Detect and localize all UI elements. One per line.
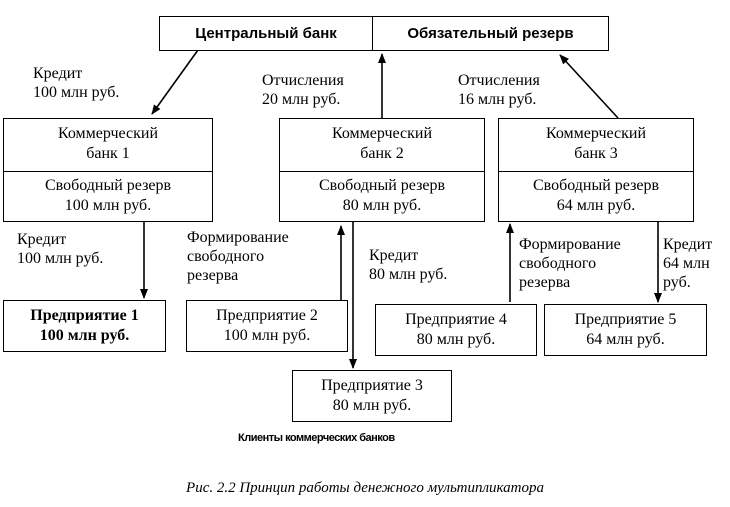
credit-bank3-line3: руб. bbox=[663, 274, 691, 291]
bank-2-reserve-line2: 80 млн руб. bbox=[342, 197, 422, 214]
central-bank-box: Центральный банк Обязательный резерв bbox=[159, 16, 609, 51]
deduction-bank2-line1: Отчисления bbox=[262, 72, 344, 89]
enterprise-3-amount: 80 млн руб. bbox=[332, 397, 412, 414]
enterprise-5-amount: 64 млн руб. bbox=[586, 331, 665, 348]
enterprise-3-name: Предприятие 3 bbox=[321, 377, 423, 394]
credit-cb-line2: 100 млн руб. bbox=[33, 84, 120, 101]
credit-bank2-label: Кредит 80 млн руб. bbox=[369, 246, 447, 284]
credit-bank3-label: Кредит 64 млн руб. bbox=[663, 235, 712, 292]
enterprise-2-box: Предприятие 2 100 млн руб. bbox=[186, 300, 348, 352]
formation-reserve-1-label: Формирование свободного резерва bbox=[187, 228, 289, 285]
enterprise-4-amount: 80 млн руб. bbox=[416, 331, 496, 348]
credit-cb-line1: Кредит bbox=[33, 65, 83, 82]
bank-1-reserve-line2: 100 млн руб. bbox=[64, 197, 152, 214]
formation-reserve-2-label: Формирование свободного резерва bbox=[519, 235, 621, 292]
required-reserve-label: Обязательный резерв bbox=[407, 24, 574, 42]
credit-bank1-label: Кредит 100 млн руб. bbox=[17, 230, 103, 268]
credit-bank3-line2: 64 млн bbox=[663, 255, 710, 272]
enterprise-2-amount: 100 млн руб. bbox=[223, 327, 311, 344]
bank-2-box: Коммерческий банк 2 Свободный резерв 80 … bbox=[279, 118, 485, 222]
bank-2-name-line1: Коммерческий bbox=[331, 125, 433, 142]
formation-2-line3: резерва bbox=[519, 274, 571, 291]
bank-2-reserve-line1: Свободный резерв bbox=[318, 177, 446, 194]
enterprise-5-box: Предприятие 5 64 млн руб. bbox=[544, 304, 707, 356]
deduction-bank3-line1: Отчисления bbox=[458, 72, 540, 89]
enterprise-5-name: Предприятие 5 bbox=[574, 311, 677, 328]
enterprise-1-amount: 100 млн руб. bbox=[39, 327, 130, 344]
arrow-bank3-to-reserve bbox=[559, 54, 619, 119]
bank-1-name-line2: банк 1 bbox=[86, 145, 130, 162]
credit-bank1-line2: 100 млн руб. bbox=[17, 250, 104, 267]
bank-3-reserve-line2: 64 млн руб. bbox=[556, 197, 636, 214]
formation-1-line2: свободного bbox=[187, 248, 265, 265]
credit-bank1-line1: Кредит bbox=[17, 231, 67, 248]
deduction-bank2-line2: 20 млн руб. bbox=[262, 91, 341, 108]
enterprise-1-box: Предприятие 1 100 млн руб. bbox=[3, 300, 166, 352]
header-divider bbox=[372, 17, 373, 50]
bank-1-name-line1: Коммерческий bbox=[57, 125, 159, 142]
credit-bank3-line1: Кредит bbox=[663, 236, 713, 253]
credit-cb-label: Кредит 100 млн руб. bbox=[33, 64, 119, 102]
enterprise-1-name: Предприятие 1 bbox=[30, 307, 139, 324]
formation-1-line1: Формирование bbox=[187, 229, 289, 246]
bank-3-name-line1: Коммерческий bbox=[545, 125, 647, 142]
bank-1-box: Коммерческий банк 1 Свободный резерв 100… bbox=[3, 118, 213, 222]
enterprise-4-name: Предприятие 4 bbox=[405, 311, 507, 328]
enterprise-4-box: Предприятие 4 80 млн руб. bbox=[375, 304, 537, 356]
formation-1-line3: резерва bbox=[187, 267, 239, 284]
bank-3-name-line2: банк 3 bbox=[574, 145, 618, 162]
deduction-bank2-label: Отчисления 20 млн руб. bbox=[262, 71, 344, 109]
enterprise-2-name: Предприятие 2 bbox=[216, 307, 318, 324]
bank-2-name-line2: банк 2 bbox=[360, 145, 404, 162]
formation-2-line1: Формирование bbox=[519, 236, 621, 253]
deduction-bank3-line2: 16 млн руб. bbox=[458, 91, 537, 108]
credit-bank2-line1: Кредит bbox=[369, 247, 419, 264]
deduction-bank3-label: Отчисления 16 млн руб. bbox=[458, 71, 540, 109]
enterprise-3-box: Предприятие 3 80 млн руб. bbox=[292, 370, 452, 422]
formation-2-line2: свободного bbox=[519, 255, 597, 272]
central-bank-label: Центральный банк bbox=[195, 24, 337, 42]
figure-caption: Рис. 2.2 Принцип работы денежного мульти… bbox=[186, 480, 544, 496]
bank-3-box: Коммерческий банк 3 Свободный резерв 64 … bbox=[498, 118, 694, 222]
bank-1-reserve-line1: Свободный резерв bbox=[44, 177, 172, 194]
arrow-cb-to-bank1 bbox=[151, 49, 199, 115]
bank-3-reserve-line1: Свободный резерв bbox=[532, 177, 660, 194]
clients-footnote: Клиенты коммерческих банков bbox=[238, 432, 395, 444]
credit-bank2-line2: 80 млн руб. bbox=[369, 266, 448, 283]
